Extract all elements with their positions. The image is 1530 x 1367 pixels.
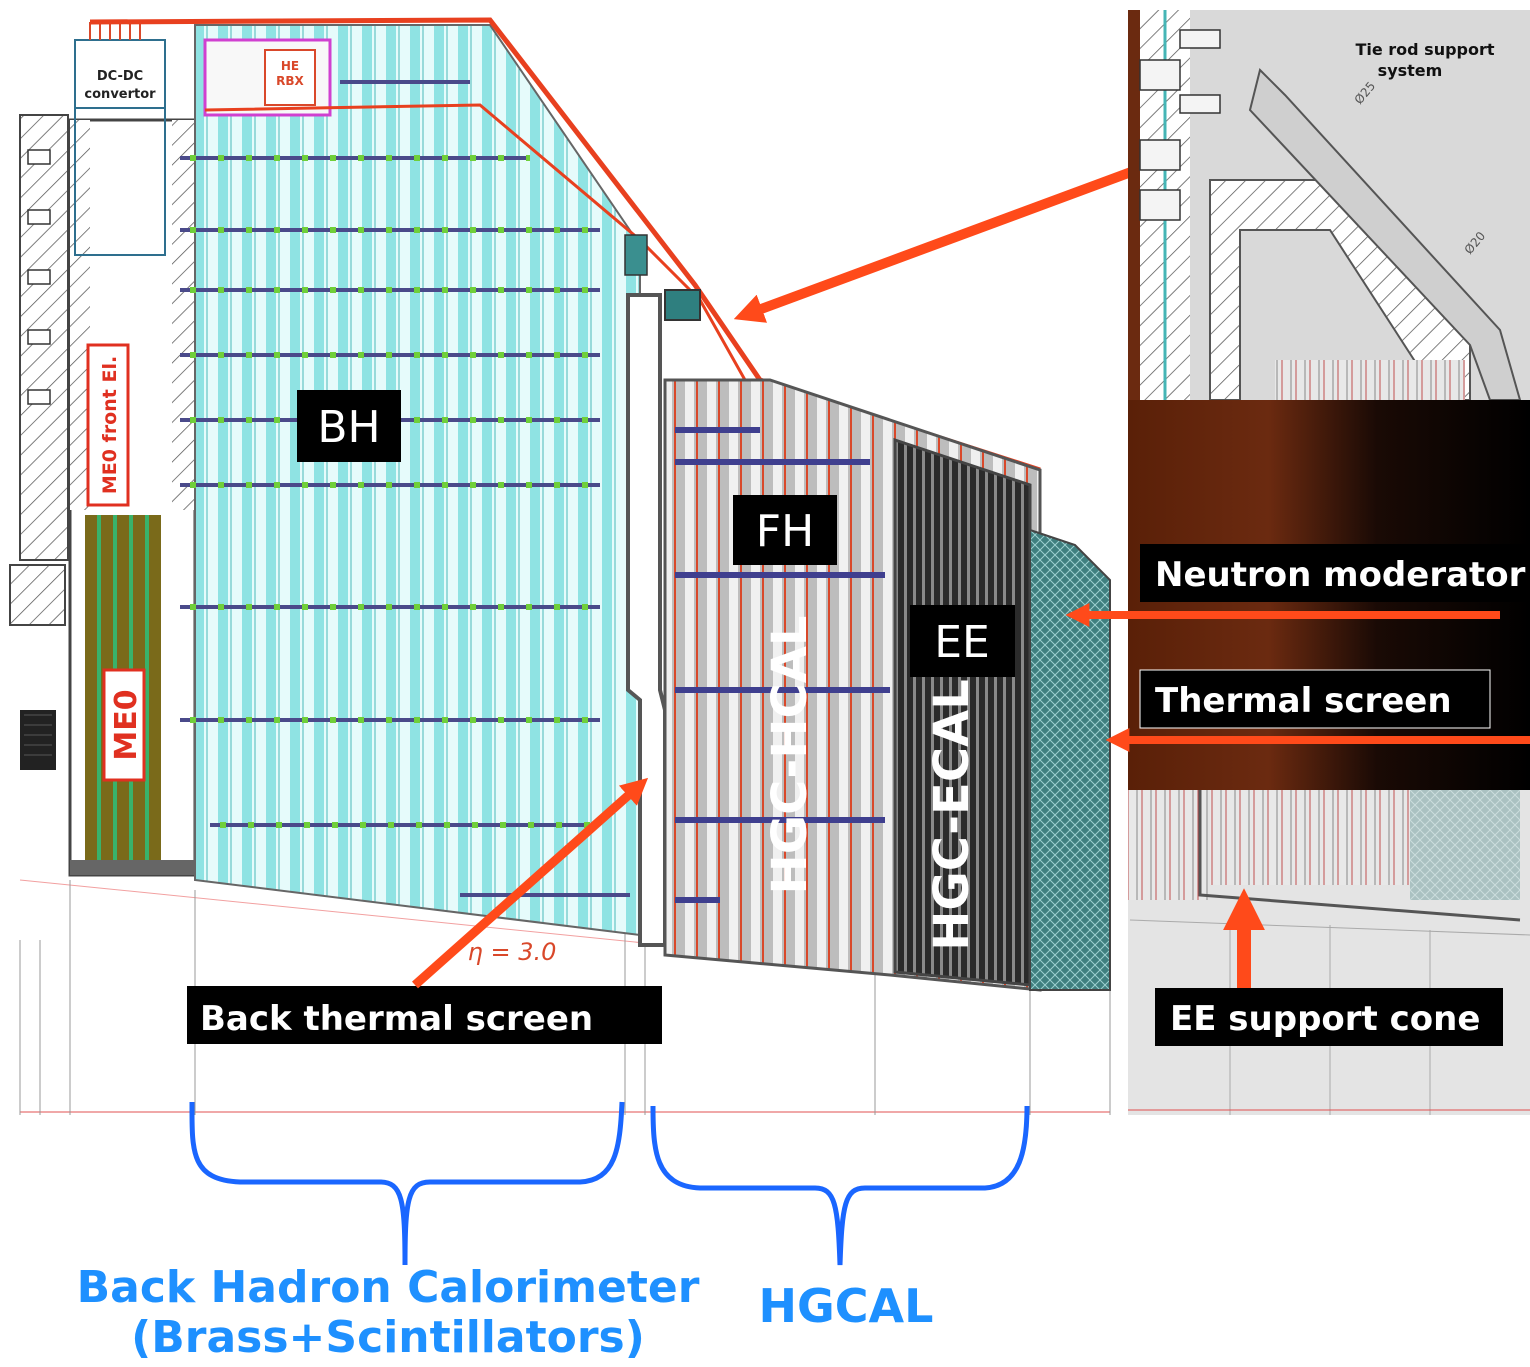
hgcal-label: HGCAL xyxy=(759,1279,934,1333)
bh-label: BH xyxy=(317,402,380,453)
fh-label-box xyxy=(733,495,837,565)
bh-body xyxy=(194,24,641,937)
me0-label: ME0 xyxy=(109,689,144,760)
dcdc-label-line2: convertor xyxy=(84,87,156,102)
back-thermal-screen-box xyxy=(187,986,662,1044)
hgc-hcal-label: HGC-HCAL xyxy=(762,616,818,895)
back-hcal-label-line2: (Brass+Scintillators) xyxy=(131,1312,645,1363)
tie-rod-inset: Ø25 Ø20 Tie rod support system Neutron m… xyxy=(1065,10,1530,1115)
tie-rod-label-line1: Tie rod support xyxy=(1355,40,1494,59)
fh-readout-rows xyxy=(675,427,890,903)
he-rbx-label-2: RBX xyxy=(276,74,304,88)
main-detector-drawing: DC-DC convertor ME0 front El. ME0 xyxy=(9,17,1287,1115)
me0-front-el-label: ME0 front El. xyxy=(99,356,121,494)
tie-rod-anchor xyxy=(664,289,701,321)
back-thermal-screen-label: Back thermal screen xyxy=(200,999,593,1039)
fh-label: FH xyxy=(756,506,814,557)
ee-label: EE xyxy=(934,617,990,668)
back-hcal-label-line1: Back Hadron Calorimeter xyxy=(77,1262,700,1313)
ee-support-cone-label: EE support cone xyxy=(1170,999,1480,1039)
thermal-screen-box xyxy=(1139,669,1491,729)
hgcal-brace xyxy=(650,1105,1030,1266)
dcdc-label-line1: DC-DC xyxy=(97,69,143,84)
small-connector-block xyxy=(20,710,56,770)
hgc-ecal-label: HGC-ECAL xyxy=(924,679,980,951)
me0-label-box xyxy=(102,668,146,782)
back-hcal-brace xyxy=(189,1101,625,1266)
ee-label-box xyxy=(910,605,1015,677)
thermal-screen-label: Thermal screen xyxy=(1155,681,1452,721)
neutron-moderator-block xyxy=(1029,528,1111,991)
eta-label: η = 3.0 xyxy=(468,938,557,966)
bh-label-box xyxy=(297,390,401,462)
tie-rod-label-line2: system xyxy=(1378,61,1443,80)
neutron-moderator-label: Neutron moderator xyxy=(1155,555,1526,595)
neutron-moderator-box xyxy=(1140,544,1530,602)
me0-front-el-box xyxy=(86,343,130,507)
he-rbx-label-1: HE xyxy=(281,59,299,73)
ee-support-cone-box xyxy=(1155,988,1503,1046)
back-thermal-screen-arrow xyxy=(412,777,649,989)
